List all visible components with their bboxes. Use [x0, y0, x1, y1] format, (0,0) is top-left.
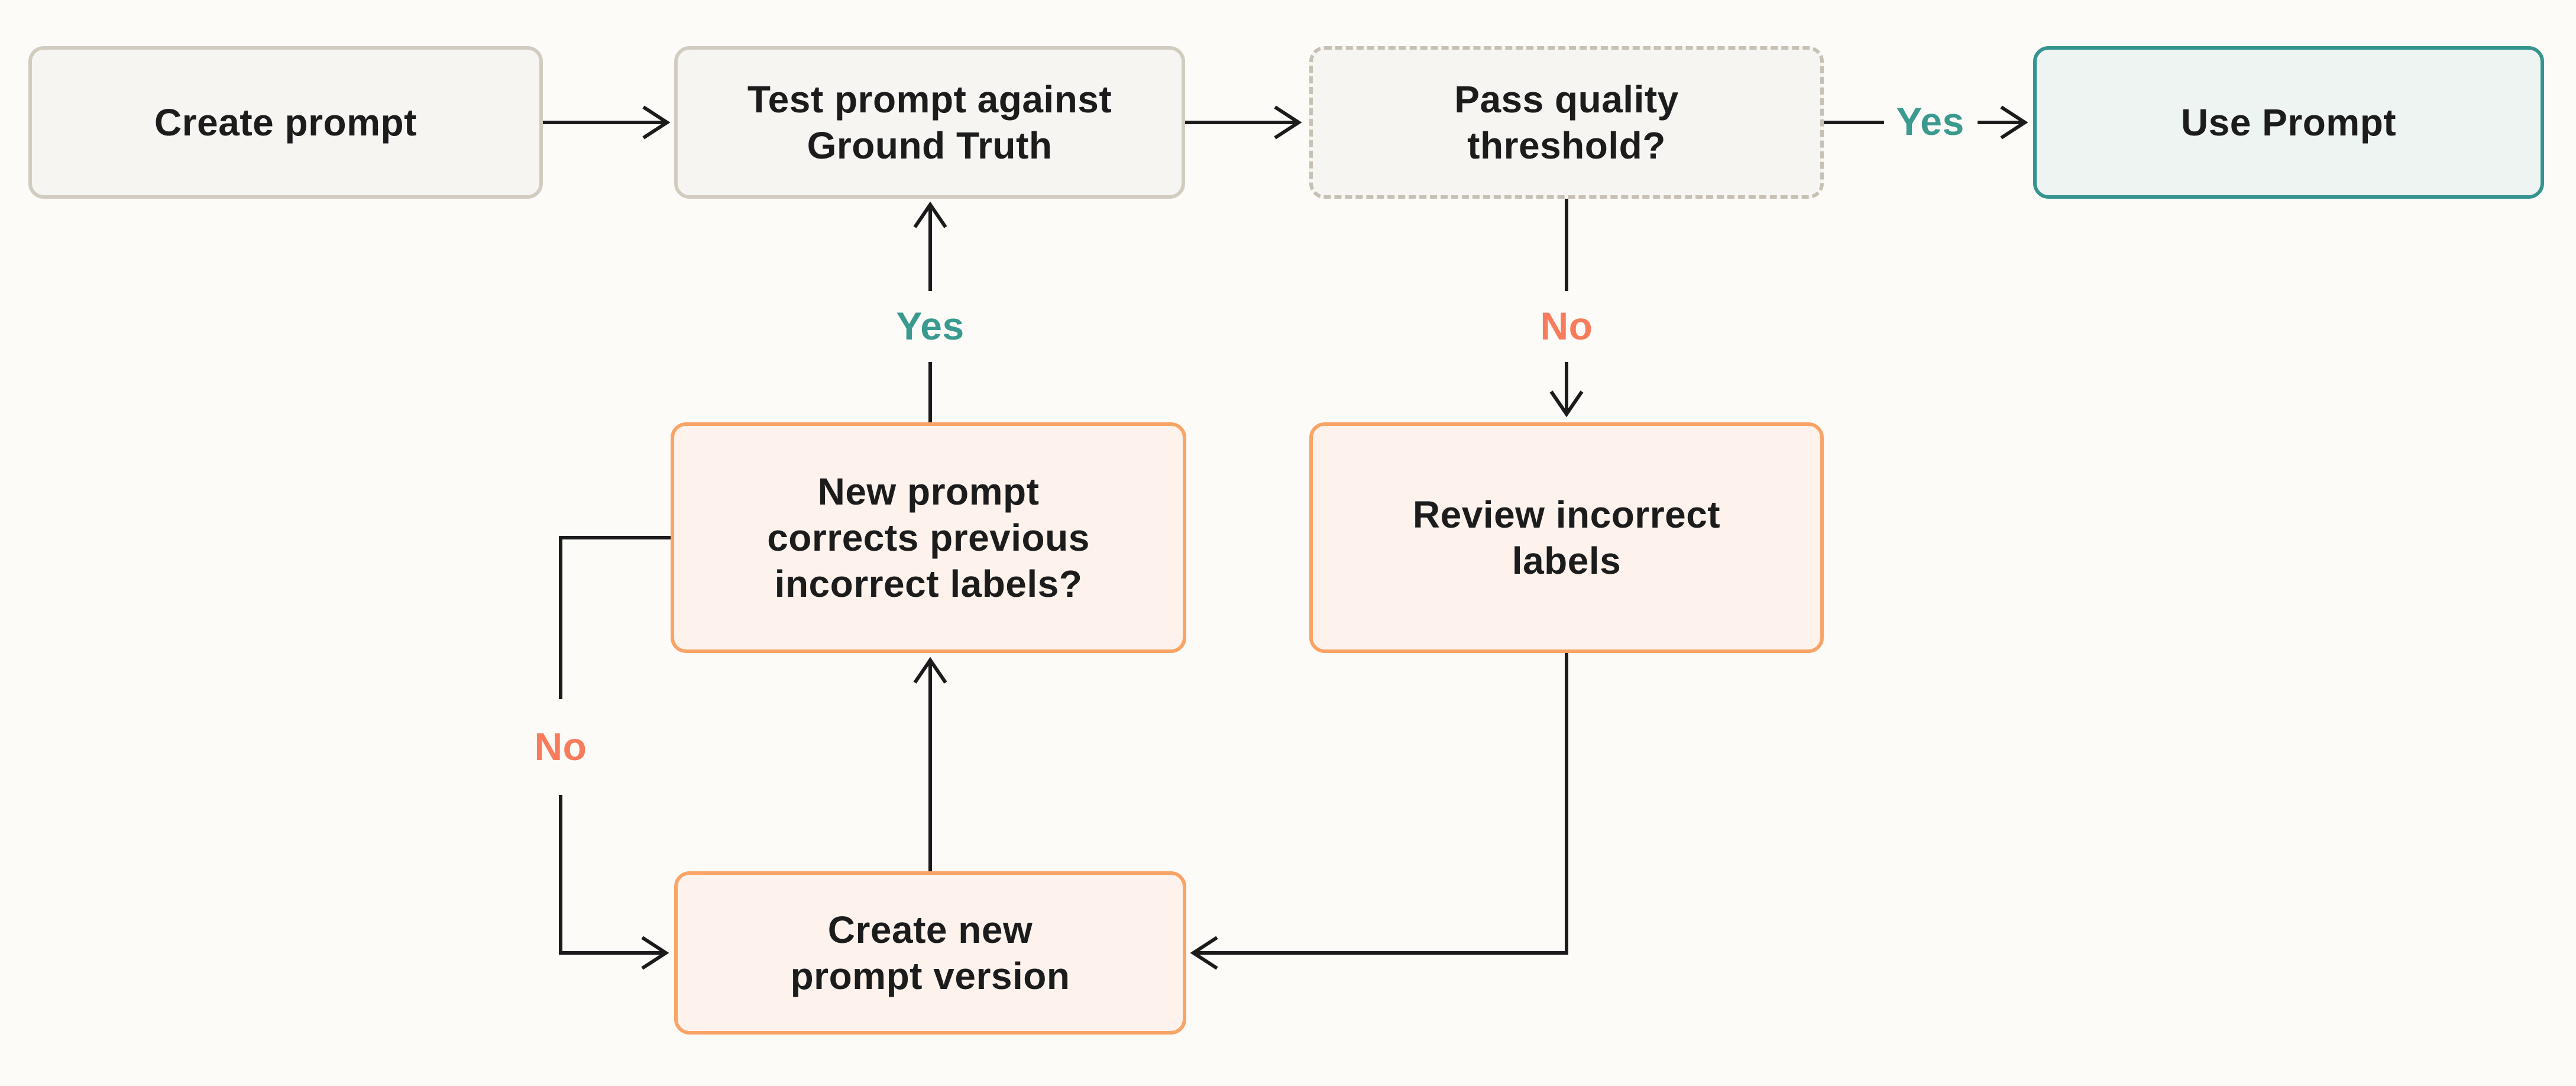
connector-review-to-createnew — [1190, 653, 1568, 970]
node-create-prompt-label: Create prompt — [154, 101, 417, 144]
node-pass-threshold-label: Pass quality threshold? — [1454, 77, 1679, 167]
node-new-prompt-corrects: New prompt corrects previous incorrect l… — [671, 422, 1186, 653]
connector-corrects-yes-to-test — [913, 201, 947, 422]
connector-corrects-no-to-createnew — [559, 536, 671, 970]
node-create-new-version: Create new prompt version — [674, 871, 1186, 1035]
node-create-prompt: Create prompt — [28, 46, 543, 199]
node-create-new-version-label: Create new prompt version — [790, 908, 1070, 997]
connector-pass-no-to-review — [1549, 199, 1584, 418]
node-use-prompt-label: Use Prompt — [2180, 101, 2397, 144]
edge-label-corrects-yes: Yes — [896, 304, 965, 348]
connector-createnew-to-corrects — [913, 657, 947, 871]
edge-label-pass-yes: Yes — [1896, 99, 1965, 143]
node-test-prompt-label: Test prompt against Ground Truth — [747, 77, 1112, 167]
node-pass-threshold: Pass quality threshold? — [1309, 46, 1824, 199]
connector-test-to-pass — [1185, 105, 1302, 140]
node-review-labels-label: Review incorrect labels — [1412, 493, 1721, 582]
edge-label-corrects-no: No — [534, 725, 587, 768]
connector-create-to-test — [543, 105, 671, 140]
edge-label-pass-no: No — [1540, 304, 1593, 348]
node-new-prompt-corrects-label: New prompt corrects previous incorrect l… — [767, 470, 1090, 606]
node-use-prompt: Use Prompt — [2033, 46, 2544, 199]
connector-pass-yes-to-use — [1824, 105, 2028, 140]
node-review-labels: Review incorrect labels — [1309, 422, 1824, 653]
node-test-prompt: Test prompt against Ground Truth — [674, 46, 1185, 199]
